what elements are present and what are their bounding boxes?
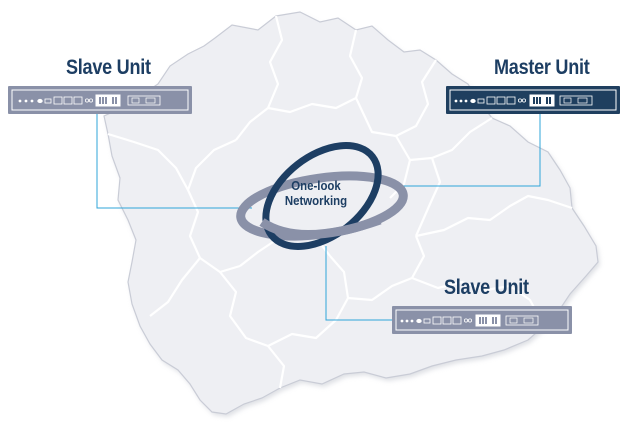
link-line-master xyxy=(398,114,541,187)
link-line-slave-top-left xyxy=(96,114,252,209)
link-line-slave-bottom xyxy=(325,246,392,321)
center-label-line2: Networking xyxy=(284,193,348,208)
center-label-line1: One-look xyxy=(291,178,341,193)
unit-label-master: Master Unit xyxy=(494,56,590,79)
unit-master xyxy=(446,86,620,114)
rack-unit-face xyxy=(395,309,569,331)
rack-unit-face xyxy=(449,89,617,111)
rack-unit-ports xyxy=(400,314,539,327)
rack-unit-ports xyxy=(454,94,593,107)
unit-label-slave-bottom: Slave Unit xyxy=(444,276,529,299)
unit-label-slave-top-left: Slave Unit xyxy=(66,56,151,79)
unit-slave-top-left xyxy=(8,86,192,114)
rack-unit-face xyxy=(11,89,189,111)
center-label: One-look Networking xyxy=(268,178,363,208)
link-lines xyxy=(96,114,541,321)
networking-ring-icon xyxy=(236,142,408,250)
unit-slave-bottom xyxy=(392,306,572,334)
rack-unit-ports xyxy=(18,94,161,107)
